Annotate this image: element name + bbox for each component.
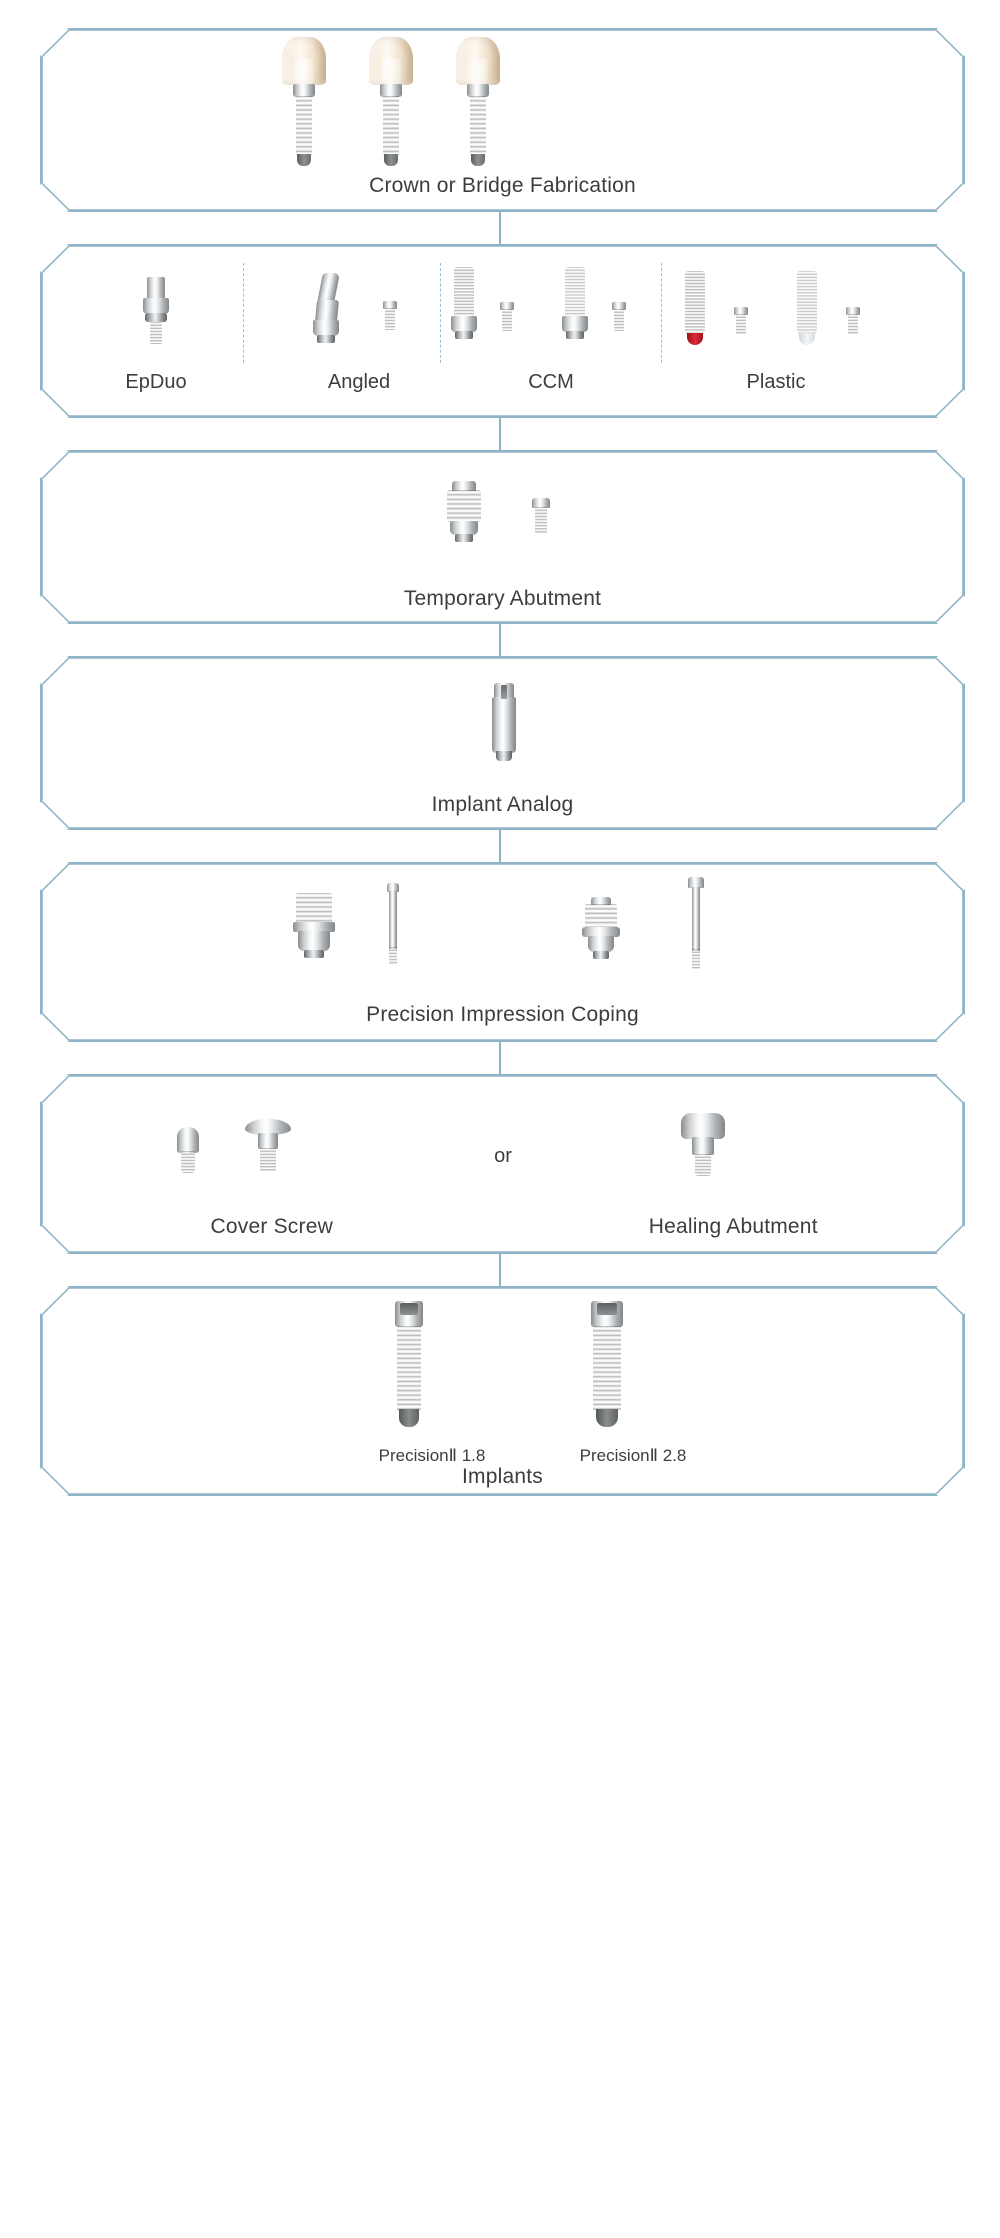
connector-coping-to-coverscrew — [499, 1042, 501, 1074]
implant-label-2-8: PrecisionⅡ 2.8 — [579, 1446, 687, 1465]
connector-abutment-to-temporary — [499, 418, 501, 450]
plastic-red-sleeve — [680, 271, 710, 363]
implant-1-8 — [386, 1301, 432, 1441]
angled-screw — [379, 301, 401, 343]
implant-2-8 — [583, 1301, 633, 1441]
group-divider-3 — [661, 263, 662, 363]
caption-implants: Implants — [462, 1465, 543, 1488]
group-divider-2 — [440, 263, 441, 363]
group-label-plastic: Plastic — [746, 371, 806, 393]
crown-implant-1 — [274, 37, 334, 167]
group-label-epduo: EpDuo — [125, 371, 187, 393]
coping-screw-2 — [684, 877, 708, 981]
implant-analog-body — [487, 683, 521, 775]
temporary-abutment-body — [441, 481, 487, 551]
coping-body-2 — [578, 897, 624, 973]
group-label-ccm: CCM — [528, 371, 574, 393]
caption-precision-impression-coping: Precision Impression Coping — [366, 1003, 639, 1026]
epduo-abutment — [138, 277, 174, 355]
healing-abutment — [675, 1113, 731, 1187]
plastic-red-screw — [730, 307, 752, 349]
crown-implant-2 — [361, 37, 421, 167]
group-divider-1 — [243, 263, 244, 363]
stage-abutments[interactable]: EpDuo Angled — [40, 244, 965, 418]
caption-healing-abutment: Healing Abutment — [648, 1215, 818, 1238]
ccm-red-cylinder — [449, 267, 479, 357]
ccm-red-screw — [496, 302, 518, 344]
connector-analog-to-coping — [499, 830, 501, 862]
stage-cover-screw-healing-abutment[interactable]: or Cover Screw Healing Abutment — [40, 1074, 965, 1254]
or-connector-text: or — [494, 1145, 512, 1167]
plastic-white-sleeve — [792, 271, 822, 363]
implant-label-1-8: PrecisionⅡ 1.8 — [378, 1446, 486, 1465]
crown-implant-3 — [448, 37, 508, 167]
ccm-white-screw — [608, 302, 630, 344]
plastic-white-screw — [842, 307, 864, 349]
ccm-white-cylinder — [560, 267, 590, 357]
angled-abutment — [306, 273, 346, 357]
caption-crown-or-bridge-fabrication: Crown or Bridge Fabrication — [369, 174, 636, 197]
cover-screw-small — [172, 1127, 204, 1183]
stage-implant-analog[interactable]: Implant Analog — [40, 656, 965, 830]
cover-screw-wide — [241, 1119, 295, 1185]
stage-crown-or-bridge-fabrication[interactable]: Crown or Bridge Fabrication — [40, 28, 965, 212]
connector-coverscrew-to-implants — [499, 1254, 501, 1286]
connector-crown-to-abutment — [499, 212, 501, 244]
caption-cover-screw: Cover Screw — [210, 1215, 333, 1238]
stage-temporary-abutment[interactable]: Temporary Abutment — [40, 450, 965, 624]
coping-screw-1 — [382, 883, 404, 979]
ccm-white-base — [562, 316, 588, 332]
stage-precision-impression-coping[interactable]: Precision Impression Coping — [40, 862, 965, 1042]
connector-temporary-to-analog — [499, 624, 501, 656]
caption-temporary-abutment: Temporary Abutment — [403, 587, 602, 610]
group-label-angled: Angled — [327, 371, 391, 393]
coping-body-1 — [290, 893, 338, 973]
ccm-red-base — [451, 316, 477, 332]
temporary-abutment-screw — [528, 498, 554, 546]
caption-implant-analog: Implant Analog — [431, 793, 574, 816]
stage-implants[interactable]: PrecisionⅡ 1.8 PrecisionⅡ 2.8 Implants — [40, 1286, 965, 1496]
